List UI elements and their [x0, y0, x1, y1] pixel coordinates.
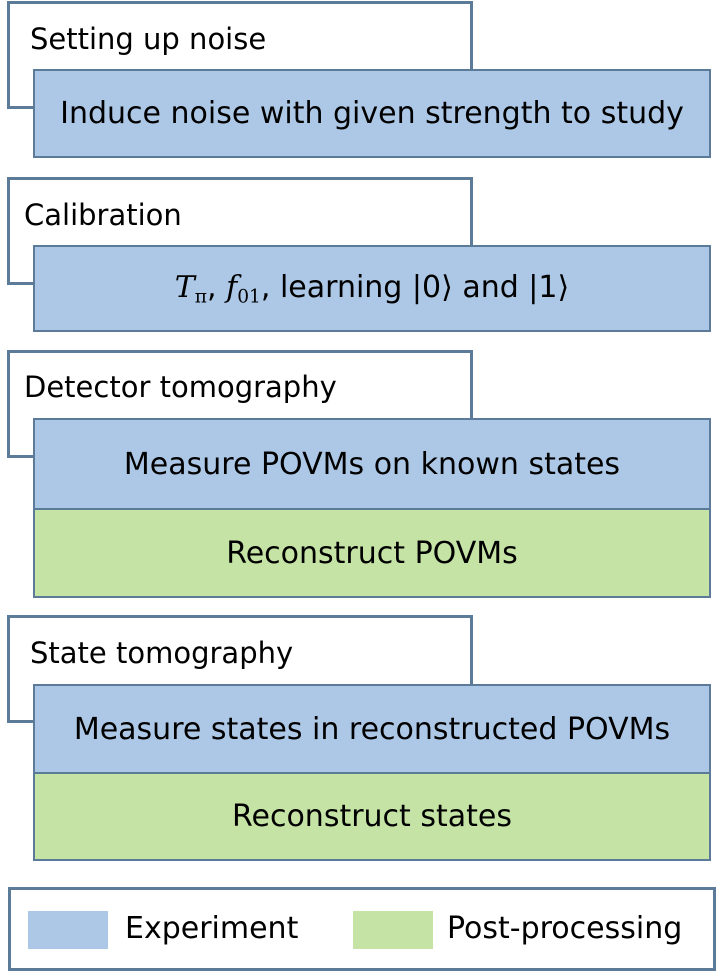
step-text: Tπ, f01, learning |0⟩ and |1⟩	[174, 269, 570, 308]
step-text: Measure states in reconstructed POVMs	[73, 711, 671, 747]
step-experiment: Tπ, f01, learning |0⟩ and |1⟩	[33, 245, 711, 332]
step-experiment: Measure states in reconstructed POVMs	[33, 684, 711, 774]
section-title: Setting up noise	[30, 22, 267, 56]
legend-swatch-experiment	[28, 911, 108, 949]
step-post-processing: Reconstruct states	[33, 772, 711, 861]
math-f01: f01	[226, 269, 261, 308]
legend-label-experiment: Experiment	[125, 911, 299, 946]
step-text: Measure POVMs on known states	[123, 446, 621, 482]
step-experiment: Measure POVMs on known states	[33, 418, 711, 510]
step-post-processing: Reconstruct POVMs	[33, 508, 711, 598]
legend: Experiment Post-processing	[8, 887, 716, 971]
step-text: Induce noise with given strength to stud…	[60, 96, 684, 131]
step-experiment: Induce noise with given strength to stud…	[33, 69, 711, 158]
step-text: Reconstruct POVMs	[226, 535, 518, 571]
legend-swatch-post-processing	[353, 911, 433, 949]
section-title: Detector tomography	[24, 370, 337, 404]
section-title: State tomography	[30, 636, 294, 670]
legend-label-post-processing: Post-processing	[447, 911, 683, 946]
section-title: Calibration	[24, 198, 182, 232]
step-text: Reconstruct states	[232, 799, 512, 834]
math-t-pi: Tπ	[174, 269, 208, 308]
